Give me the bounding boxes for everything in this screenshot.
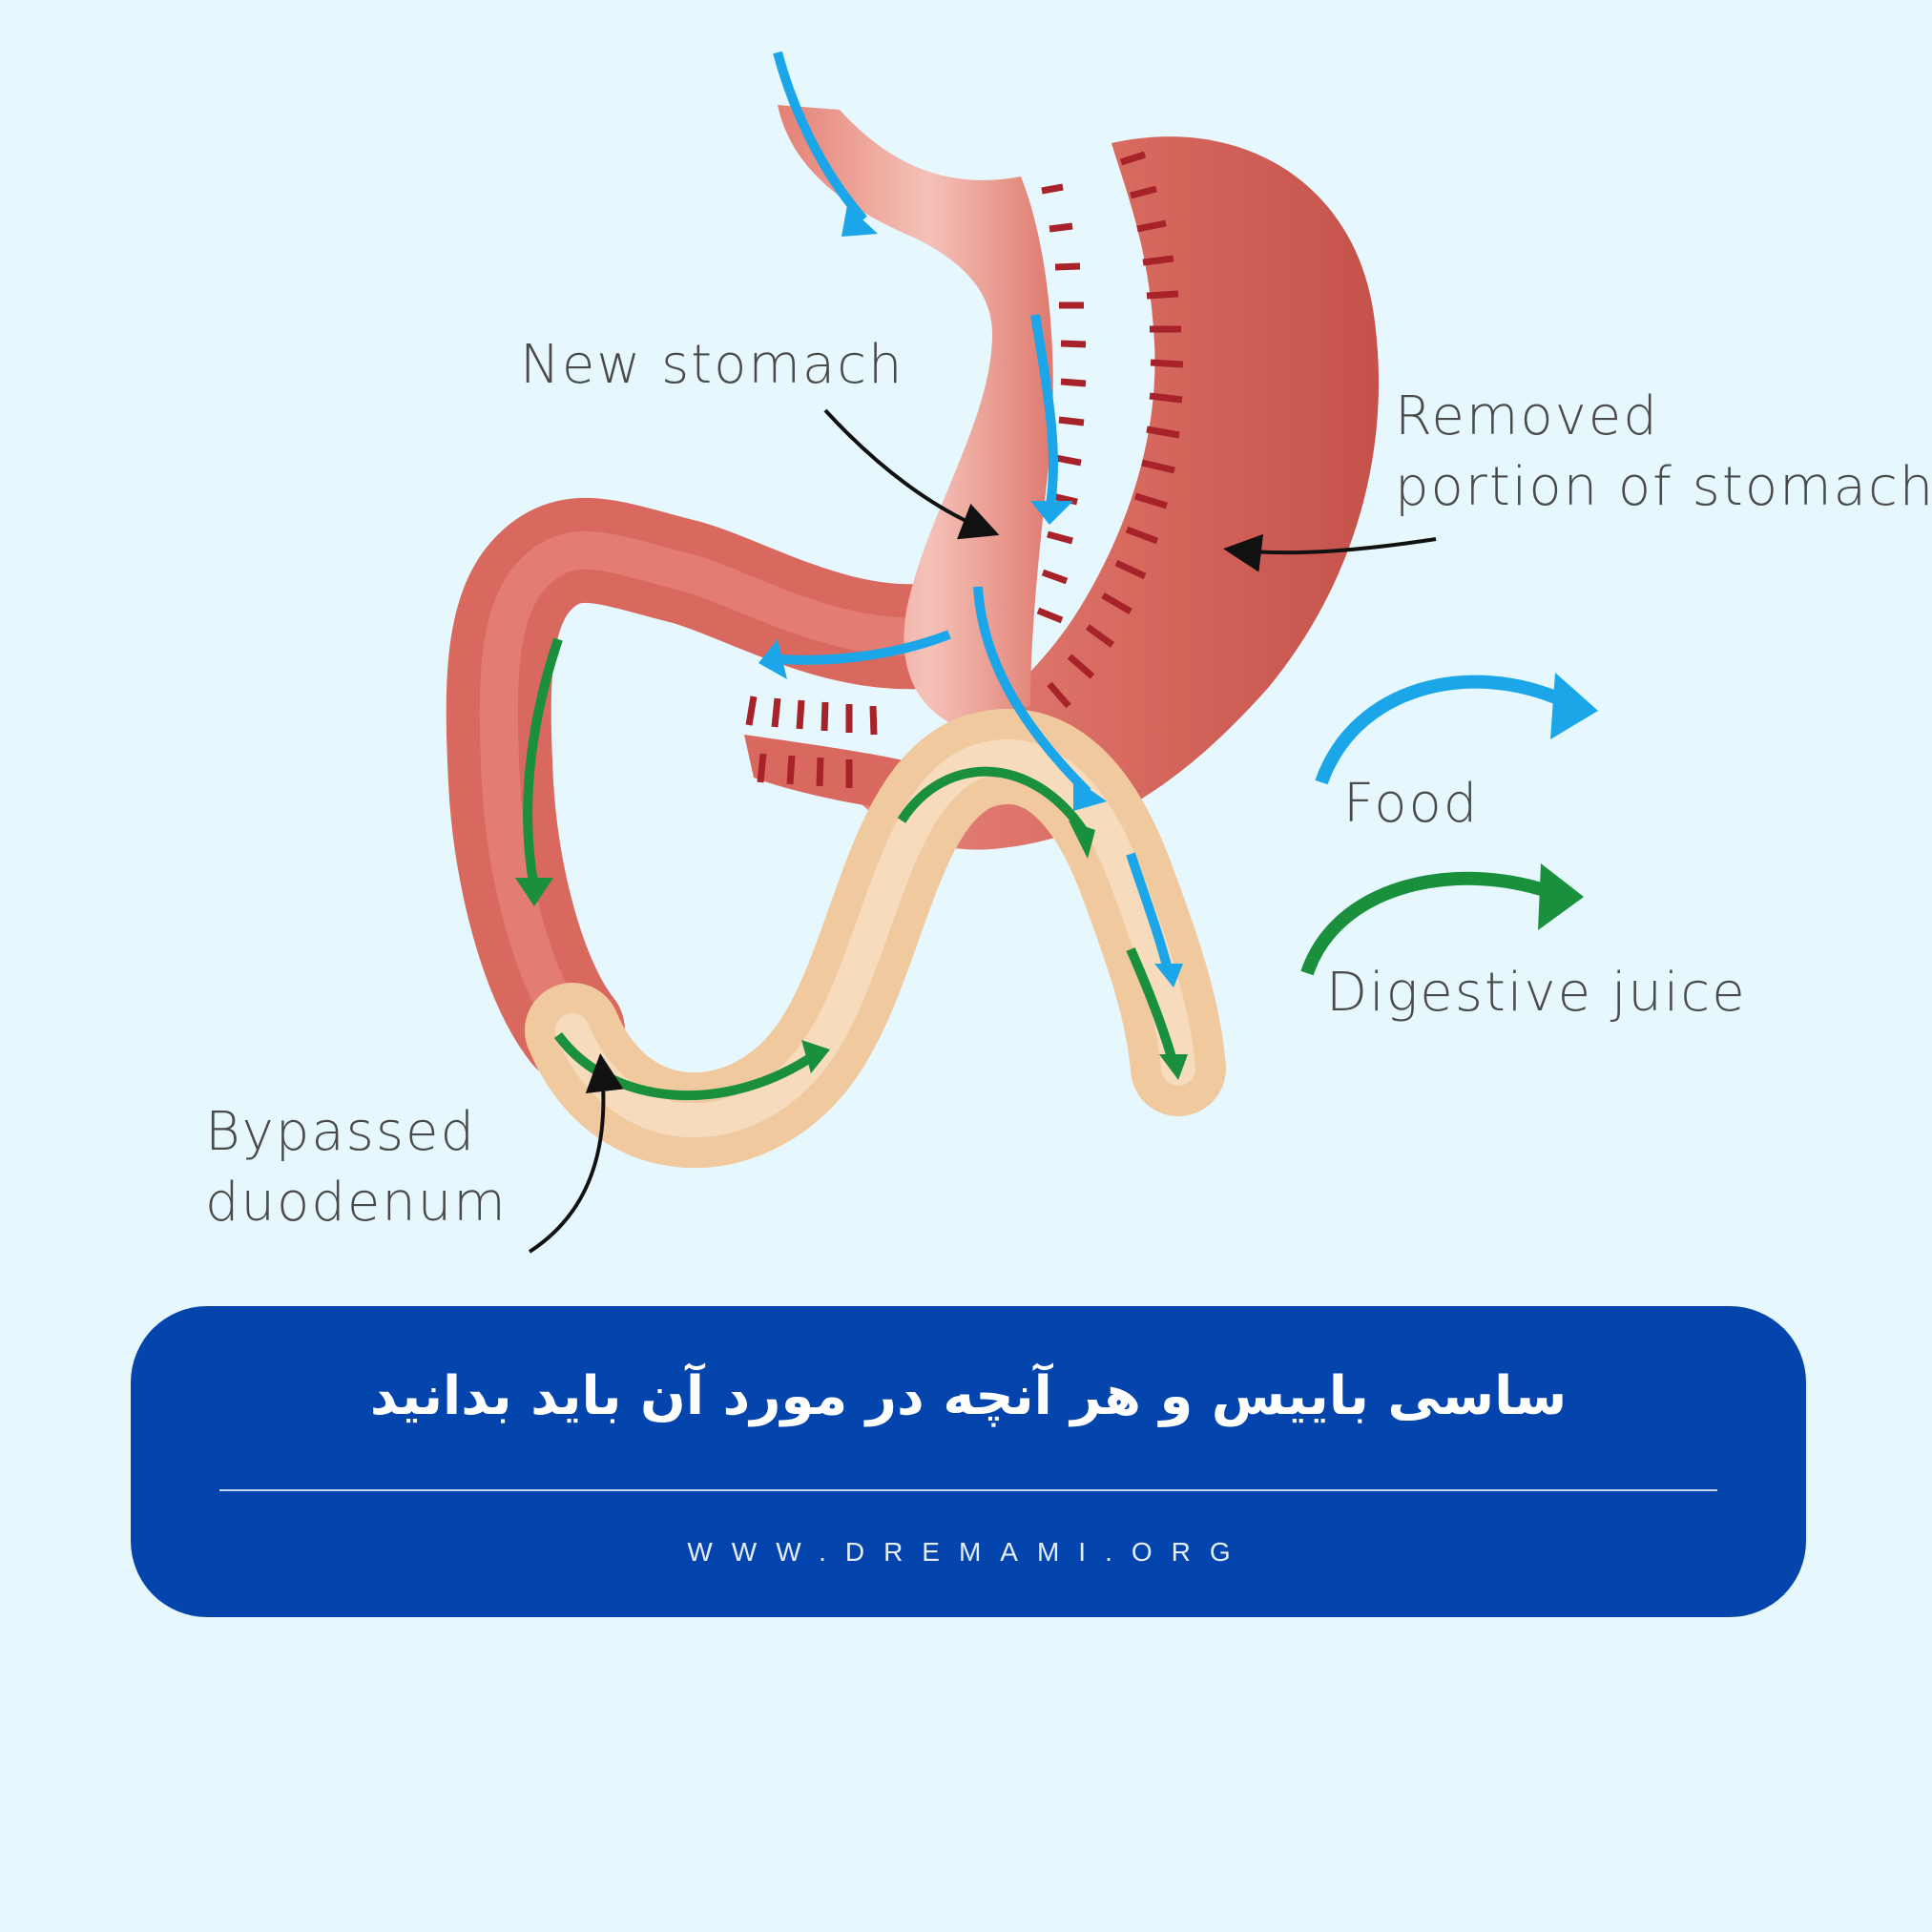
banner-divider <box>219 1489 1717 1491</box>
label-removed-line1: Removed <box>1395 385 1659 447</box>
removed-stomach-portion <box>859 136 1380 850</box>
duodenal-stump <box>744 735 916 811</box>
legend-food-arrow <box>1315 675 1568 785</box>
pointer-arrows <box>528 408 1437 1254</box>
legend-food-label: Food <box>1343 773 1480 835</box>
stump-staple-line <box>745 696 878 788</box>
new-stomach-pouch <box>778 105 1053 725</box>
gastric-bypass-diagram <box>446 51 1598 1254</box>
label-removed-line2: portion of stomach <box>1395 456 1932 518</box>
label-new-stomach: New stomach <box>520 334 904 396</box>
removed-staple-line <box>1047 151 1184 709</box>
legend-juice-arrow <box>1300 871 1553 976</box>
juice-flow-arrows <box>523 637 1178 1100</box>
banner-title: ساسی باییس و هر آنچه در مورد آن باید بدا… <box>369 1365 1568 1427</box>
label-bypassed-line2: duodenum <box>205 1172 508 1234</box>
pouch-staple-line <box>1036 183 1087 624</box>
label-bypassed-line1: Bypassed <box>205 1101 477 1163</box>
title-banner: ساسی باییس و هر آنچه در مورد آن باید بدا… <box>131 1306 1806 1617</box>
website-url[interactable]: WWW.DREMAMI.ORG <box>687 1537 1250 1567</box>
label-removed-portion: Removed portion of stomach <box>1395 382 1932 523</box>
legend-juice-label: Digestive juice <box>1326 962 1747 1024</box>
label-bypassed-duodenum: Bypassed duodenum <box>205 1097 508 1238</box>
food-flow-arrows <box>767 51 1174 975</box>
